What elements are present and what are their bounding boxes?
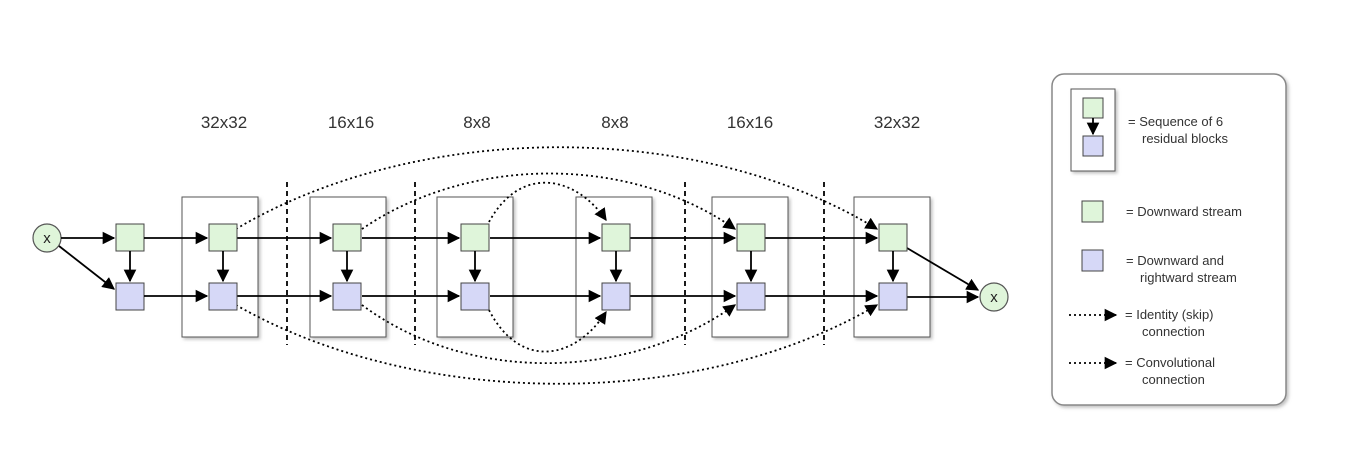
legend-conv-label-2: connection [1142,372,1205,387]
legend-sequence-label: = Sequence of 6 [1128,114,1223,129]
legend-conv-label: = Convolutional [1125,355,1215,370]
block-pair [460,223,490,311]
convolutional-connection [488,309,607,353]
downward-stream-box [878,223,908,252]
legend-sequence-label-2: residual blocks [1142,131,1228,146]
residual-block-frame [853,196,931,338]
legend: = Sequence of 6 residual blocks = Downwa… [1051,73,1287,406]
downward-stream-box [460,223,490,252]
residual-block-frame [575,196,653,338]
flow-arrow [58,245,115,290]
input-label: x [43,230,51,247]
legend-downward-label: = Downward stream [1126,204,1242,219]
convolutional-connection [361,304,737,364]
convolutional-connection [235,304,879,385]
resolution-label: 16x16 [727,113,773,132]
downward-stream-box [601,223,631,252]
downward-stream-box [736,223,766,252]
flow-arrow [906,247,980,291]
downward-stream-box [208,223,238,252]
resolution-label: 32x32 [201,113,247,132]
downward-stream-box [332,223,362,252]
rightward-stream-box [736,282,766,311]
resolution-label: 16x16 [328,113,374,132]
legend-skip-label-2: connection [1142,324,1205,339]
rightward-stream-box [332,282,362,311]
resolution-label: 8x8 [601,113,628,132]
residual-block-frame [309,196,387,338]
residual-block-frame [181,196,259,338]
legend-blue-box-icon [1082,135,1104,157]
rightward-stream-box [208,282,238,311]
output-label: x [990,289,998,306]
block-pair [878,223,908,311]
resolution-label: 32x32 [874,113,920,132]
legend-rightward-label: = Downward and [1126,253,1224,268]
skip-connection [488,181,607,223]
skip-connection [361,172,737,230]
rightward-stream-box [878,282,908,311]
rightward-stream-box [460,282,490,311]
legend-rightward-label-2: rightward stream [1140,270,1237,285]
legend-downward-stream-icon [1081,200,1104,223]
resolution-label: 8x8 [463,113,490,132]
legend-skip-label: = Identity (skip) [1125,307,1214,322]
downward-stream-box [115,223,145,252]
residual-block-frame [711,196,789,338]
block-pair [736,223,766,311]
output-node [979,282,1009,312]
rightward-stream-box [601,282,631,311]
rightward-stream-box [115,282,145,311]
block-pair [208,223,238,311]
legend-green-box-icon [1082,97,1104,119]
block-pair [332,223,362,311]
block-pair [601,223,631,311]
legend-rightward-stream-icon [1081,249,1104,272]
